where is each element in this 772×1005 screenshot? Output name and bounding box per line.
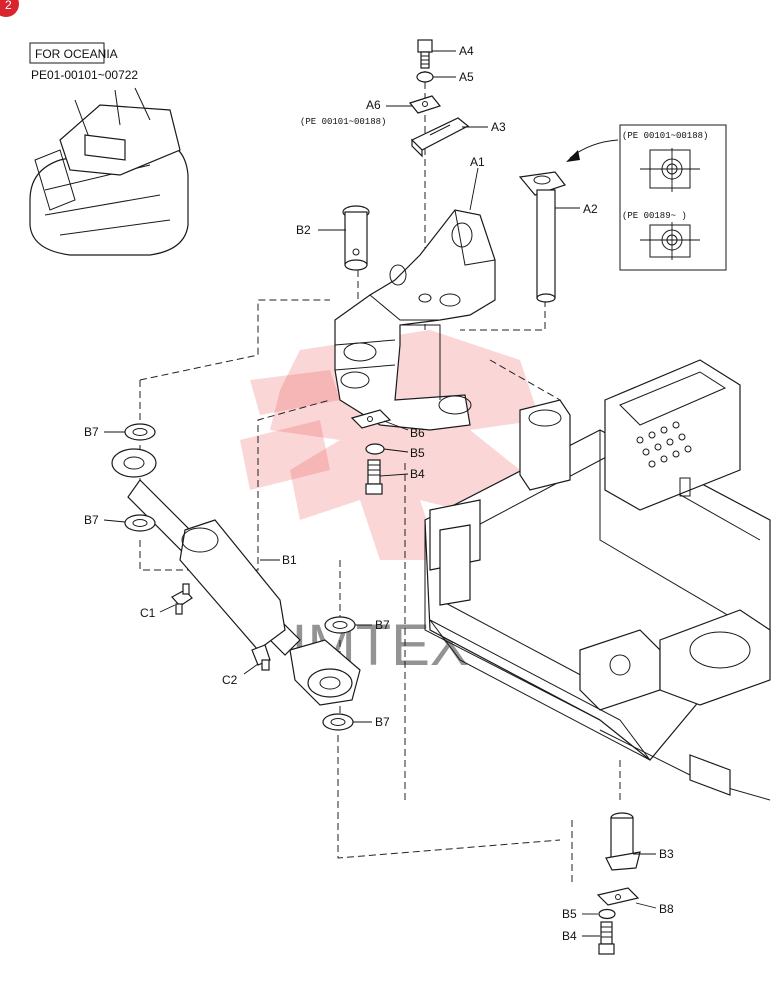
shim-b7-4 (322, 713, 354, 731)
washer-a5 (416, 71, 434, 83)
callout-c1: C1 (140, 606, 156, 620)
page-badge-number: 2 (5, 0, 12, 12)
callout-b4-upper: B4 (410, 467, 425, 481)
oceania-label: FOR OCEANIA (35, 47, 118, 61)
bolt-b4-lower (598, 921, 615, 955)
callout-b5-upper: B5 (410, 446, 425, 460)
bolt-b4-upper (365, 459, 383, 495)
callout-b7-3: B7 (375, 618, 390, 632)
oceania-serial-range: PE01-00101~00722 (31, 68, 138, 82)
callout-c2: C2 (222, 673, 238, 687)
callout-b1: B1 (282, 553, 297, 567)
callout-b7-4: B7 (375, 715, 390, 729)
callout-b7-2: B7 (84, 513, 99, 527)
callout-a5: A5 (459, 70, 474, 84)
detail-arrow-head (566, 150, 580, 162)
washer-b5-lower (598, 908, 616, 920)
callout-a4: A4 (459, 44, 474, 58)
callout-a2: A2 (583, 202, 598, 216)
callout-b8: B8 (659, 902, 674, 916)
callout-b2: B2 (296, 223, 311, 237)
shim-b7-3 (324, 616, 356, 634)
machine-thumbnail (29, 87, 189, 256)
callout-b7-1: B7 (84, 425, 99, 439)
callout-a6: A6 (366, 98, 381, 112)
oceania-note: FOR OCEANIA PE01-00101~00722 (29, 42, 138, 82)
bolt-a4 (417, 39, 433, 69)
fitting-c2 (251, 644, 271, 671)
callout-b4-lower: B4 (562, 929, 577, 943)
swing-bracket-a1 (334, 209, 496, 431)
pin-b2 (342, 205, 370, 271)
pin-a2 (518, 171, 566, 303)
pin-b3 (605, 812, 641, 871)
callout-leaders (103, 50, 657, 937)
swing-frame (424, 359, 771, 801)
detail-inset: (PE 00101~00188) (PE 00189~ ) (619, 124, 727, 271)
cylinder-b1 (111, 448, 361, 706)
shim-b7-2 (124, 514, 156, 532)
washer-b5-upper (365, 443, 385, 455)
callout-a1: A1 (470, 155, 485, 169)
callout-a3: A3 (491, 120, 506, 134)
plate-a6 (408, 95, 442, 114)
plate-b8 (596, 887, 640, 906)
detail-lower-range: (PE 00189~ ) (622, 211, 687, 221)
callout-b6: B6 (410, 426, 425, 440)
detail-upper-range: (PE 00101~00188) (622, 131, 708, 141)
page-badge: 2 (0, 0, 19, 17)
plate-b6 (350, 409, 392, 429)
fitting-c1 (171, 583, 193, 615)
shim-b7-1 (124, 423, 156, 441)
plate-a3 (410, 117, 470, 158)
a6-serial-range: (PE 00101~00188) (300, 117, 386, 127)
callout-b5-lower: B5 (562, 907, 577, 921)
callout-b3: B3 (659, 847, 674, 861)
